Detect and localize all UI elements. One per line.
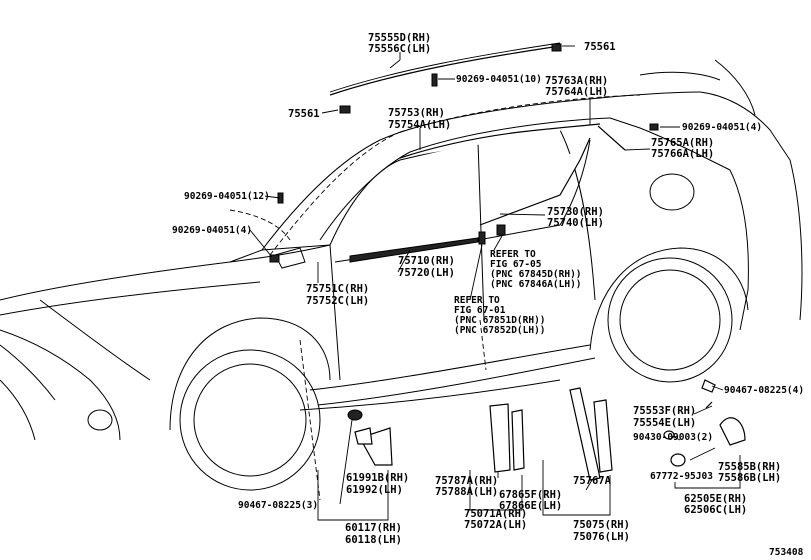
callout-c13-line3: (PNC 67845D(RH)) [490, 269, 582, 280]
callout-c20-line2: 75586B(LH) [718, 472, 781, 484]
callout-c5-line1: 75561 [288, 108, 320, 120]
vehicle-outline [0, 59, 803, 501]
callout-c29-line2: 75076(LH) [573, 531, 630, 543]
callout-c14-line1: 75751C(RH) [306, 283, 369, 295]
callout-c2-line1: 75561 [584, 41, 616, 53]
callout-c6-line2: 75754A(LH) [388, 119, 451, 131]
callout-c24-line1: 60117(RH) [345, 522, 402, 534]
callout-c9-line1: 90269-04051(12) [184, 191, 270, 202]
molding-parts [269, 42, 746, 481]
callout-c29-line1: 75075(RH) [573, 519, 630, 531]
callout-c22-line1: 61991B(RH) [346, 472, 409, 484]
callout-c15-line4: (PNC 67852D(LH)) [454, 325, 546, 336]
clip-75561-left [339, 105, 351, 114]
callout-c11-line2: 75740(LH) [547, 217, 604, 229]
callout-c4-line2: 75764A(LH) [545, 86, 608, 98]
callout-c7-line1: 90269-04051(4) [682, 122, 762, 133]
callout-c15-line3: (PNC 67851D(RH)) [454, 315, 546, 326]
callout-c1-line1: 75555D(RH) [368, 32, 431, 44]
callout-c18-line1: 90430-09003(2) [633, 432, 713, 443]
callout-c10-line1: 90269-04051(4) [172, 225, 252, 236]
callout-c4-line1: 75763A(RH) [545, 75, 608, 87]
callout-labels: 75555D(RH) 75556C(LH) 75561 90269-04051(… [172, 32, 804, 558]
callout-c11-line1: 75730(RH) [547, 206, 604, 218]
callout-c15-line1: REFER TO [454, 295, 500, 306]
callout-c19-line1: 67772-95J03 [650, 471, 713, 482]
callout-c8-line2: 75766A(LH) [651, 148, 714, 160]
callout-c25-line1: 75787A(RH) [435, 475, 498, 487]
callout-c14-line2: 75752C(LH) [306, 295, 369, 307]
callout-c17-line2: 75554E(LH) [633, 417, 696, 429]
callout-c15-line2: FIG 67-01 [454, 305, 506, 316]
callout-c26-line2: 75072A(LH) [464, 519, 527, 531]
clip-75561-right [551, 43, 562, 52]
callout-c27-line1: 75767A [573, 475, 612, 487]
callout-c17-line1: 75553F(RH) [633, 405, 696, 417]
callout-c26-line1: 75071A(RH) [464, 508, 527, 520]
diagram-id: 753408 [769, 547, 804, 558]
callout-c28-line2: 67866E(LH) [499, 500, 562, 512]
callout-c12-line1: 75710(RH) [398, 255, 455, 267]
callout-c13-line4: (PNC 67846A(LH)) [490, 279, 582, 290]
callout-c12-line2: 75720(LH) [398, 267, 455, 279]
callout-c25-line2: 75788A(LH) [435, 486, 498, 498]
callout-c3-line1: 90269-04051(10) [456, 74, 542, 85]
leader-lines [249, 45, 741, 521]
callout-c13-line1: REFER TO [490, 249, 536, 260]
callout-c1-line2: 75556C(LH) [368, 43, 431, 55]
callout-c24-line2: 60118(LH) [345, 534, 402, 546]
callout-c13-line2: FIG 67-05 [490, 259, 542, 270]
callout-c16-line1: 90467-08225(4) [724, 385, 804, 396]
callout-c6-line1: 75753(RH) [388, 107, 445, 119]
callout-c20-line1: 75585B(RH) [718, 461, 781, 473]
callout-c8-line1: 75765A(RH) [651, 137, 714, 149]
callout-c28-line1: 67865F(RH) [499, 489, 562, 501]
callout-c21-line1: 62505E(RH) [684, 493, 747, 505]
callout-c23-line1: 90467-08225(3) [238, 500, 318, 511]
callout-c22-line2: 61992(LH) [346, 484, 403, 496]
callout-c21-line2: 62506C(LH) [684, 504, 747, 516]
